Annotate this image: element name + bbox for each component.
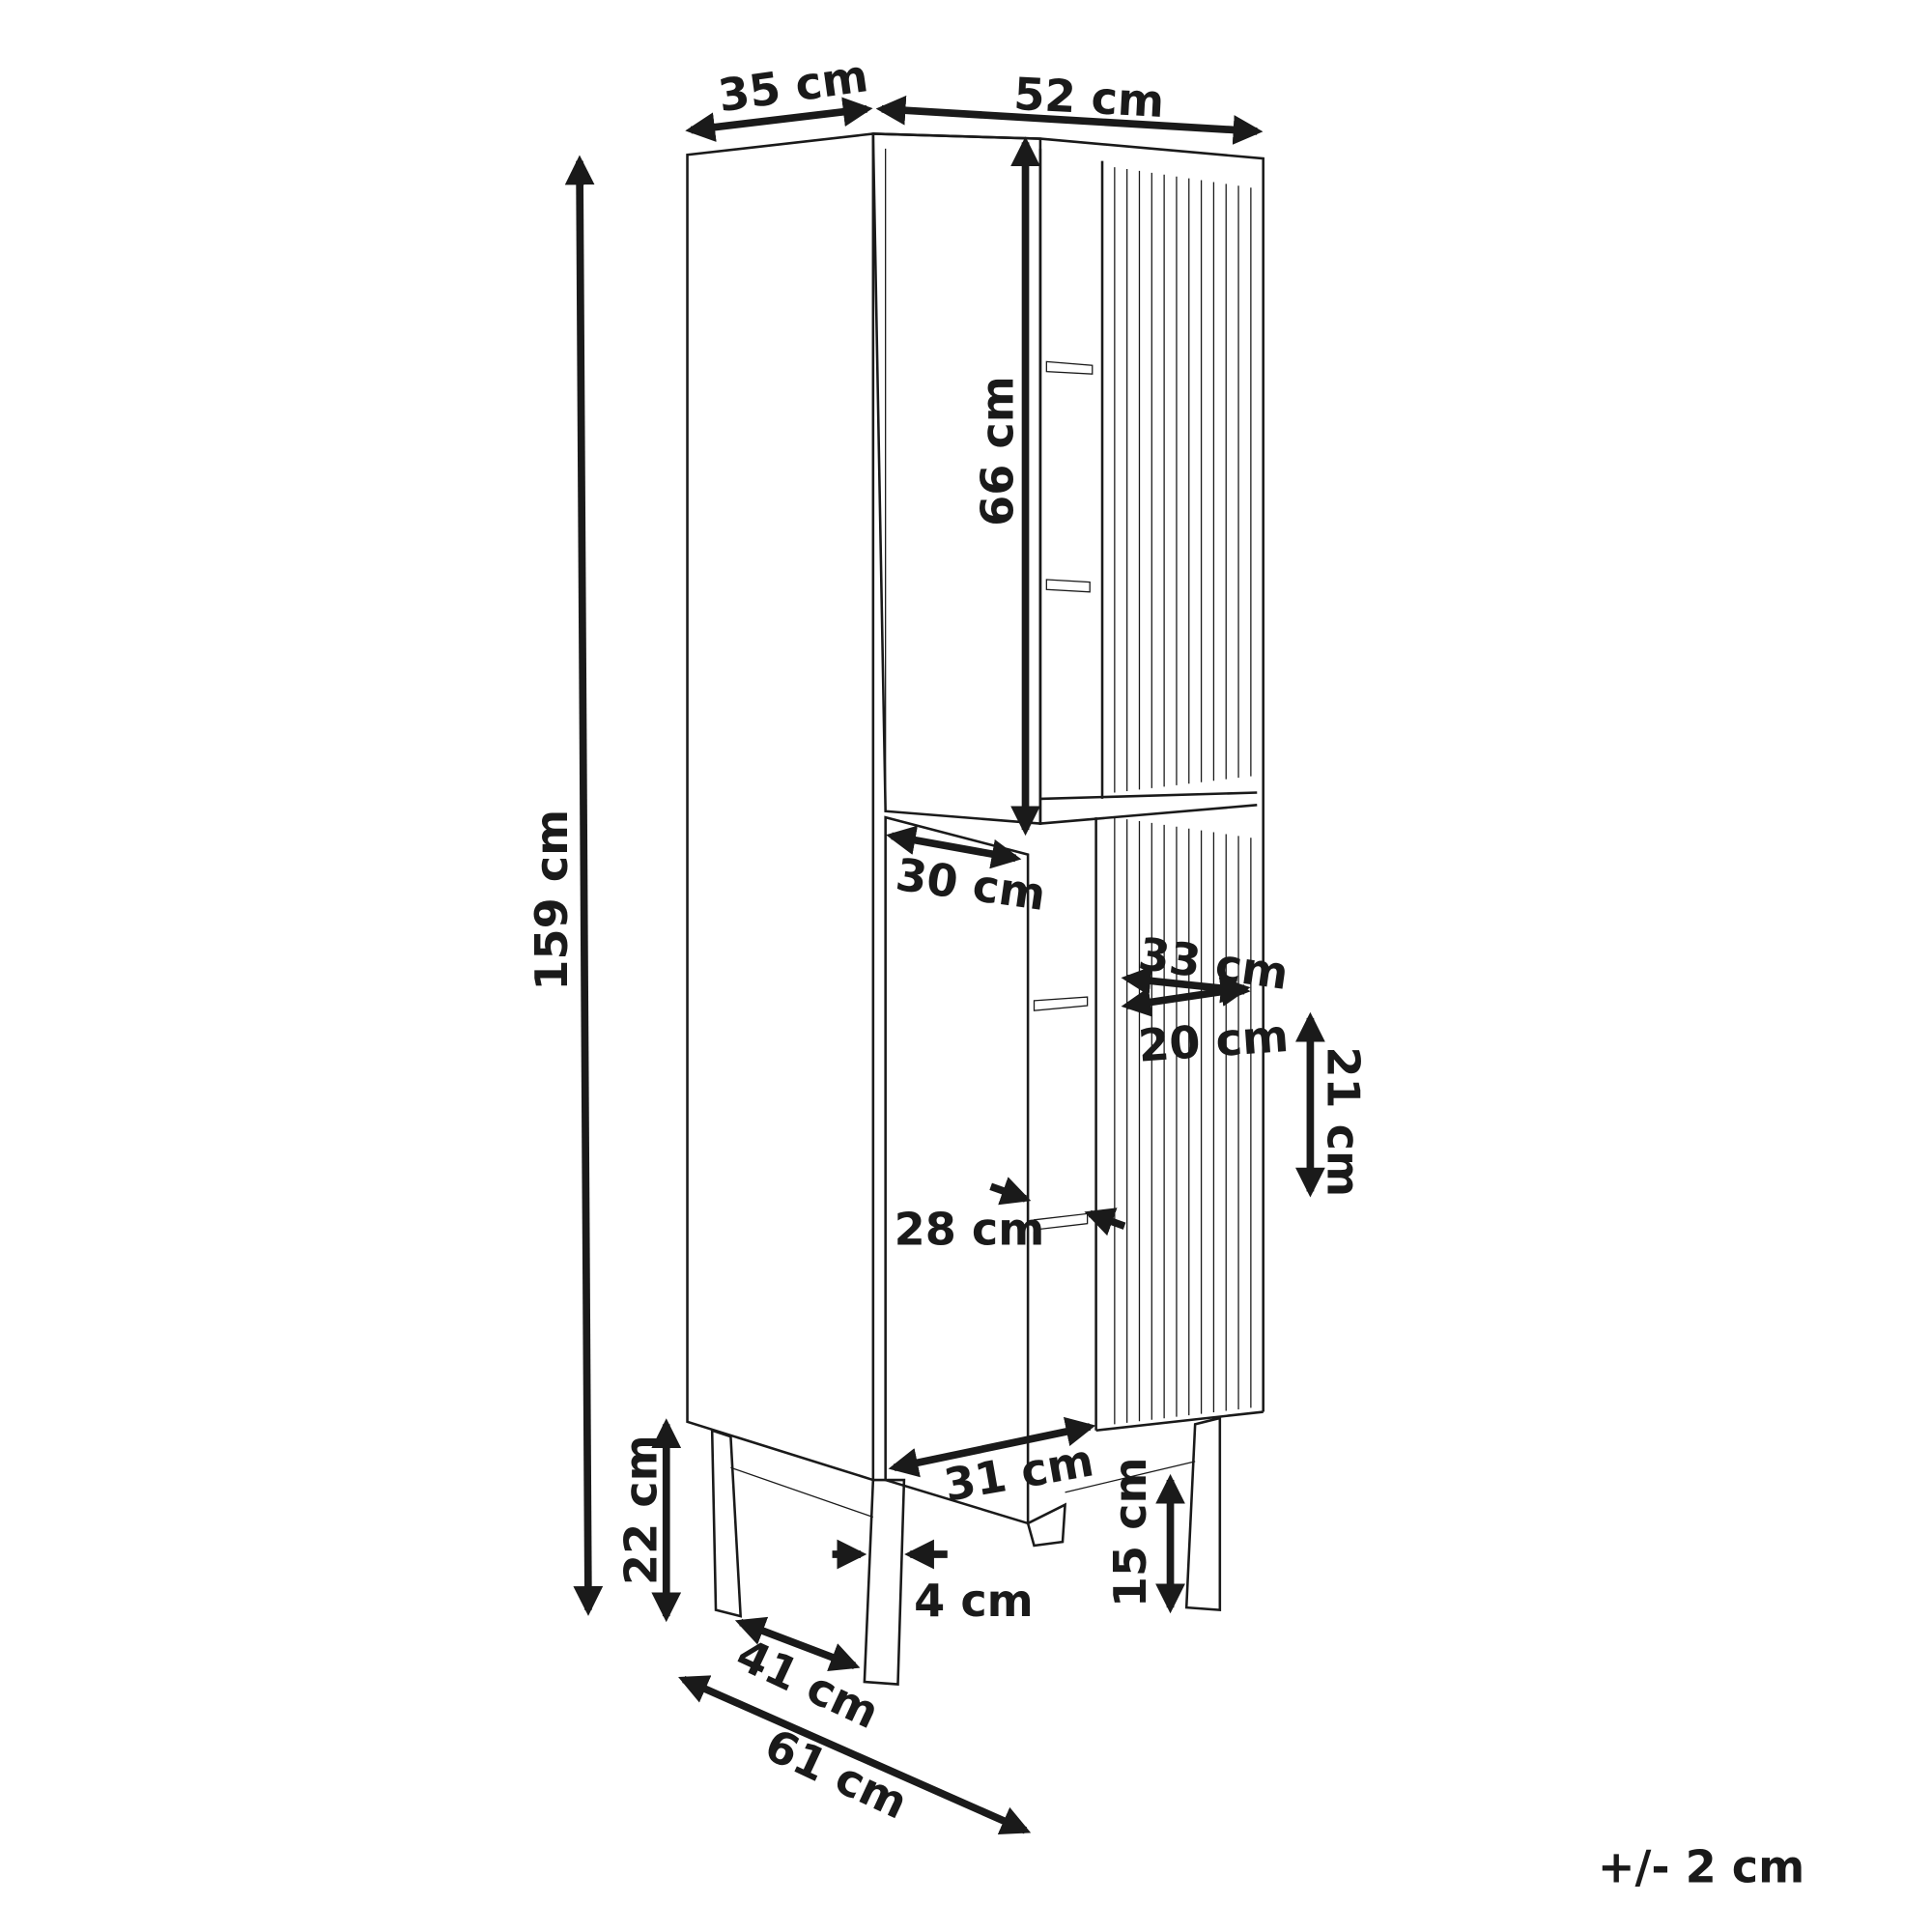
label-shelf-depth: 28 cm — [895, 1203, 1045, 1255]
tolerance-note: +/- 2 cm — [1598, 1841, 1804, 1893]
label-door-open-span: 61 cm — [757, 1719, 916, 1830]
label-shelf-outer: 33 cm — [1135, 927, 1292, 1000]
label-top-width: 52 cm — [1012, 68, 1165, 128]
dimension-arrows — [564, 95, 1325, 1834]
label-upper-height: 66 cm — [972, 376, 1024, 526]
label-shelf-inner: 20 cm — [1136, 1009, 1290, 1072]
label-leg-height: 22 cm — [614, 1435, 667, 1585]
label-door-width: 30 cm — [893, 848, 1049, 921]
label-shelf-gap: 21 cm — [1317, 1046, 1369, 1197]
label-floor-clearance: 15 cm — [1104, 1457, 1156, 1607]
dimension-labels: 35 cm 52 cm 159 cm 66 cm 30 cm 33 cm 20 … — [526, 49, 1804, 1893]
door-slats — [1114, 167, 1252, 1425]
label-total-height: 159 cm — [526, 810, 578, 991]
label-lower-door-width: 31 cm — [940, 1434, 1097, 1511]
label-leg-thickness: 4 cm — [914, 1575, 1034, 1627]
